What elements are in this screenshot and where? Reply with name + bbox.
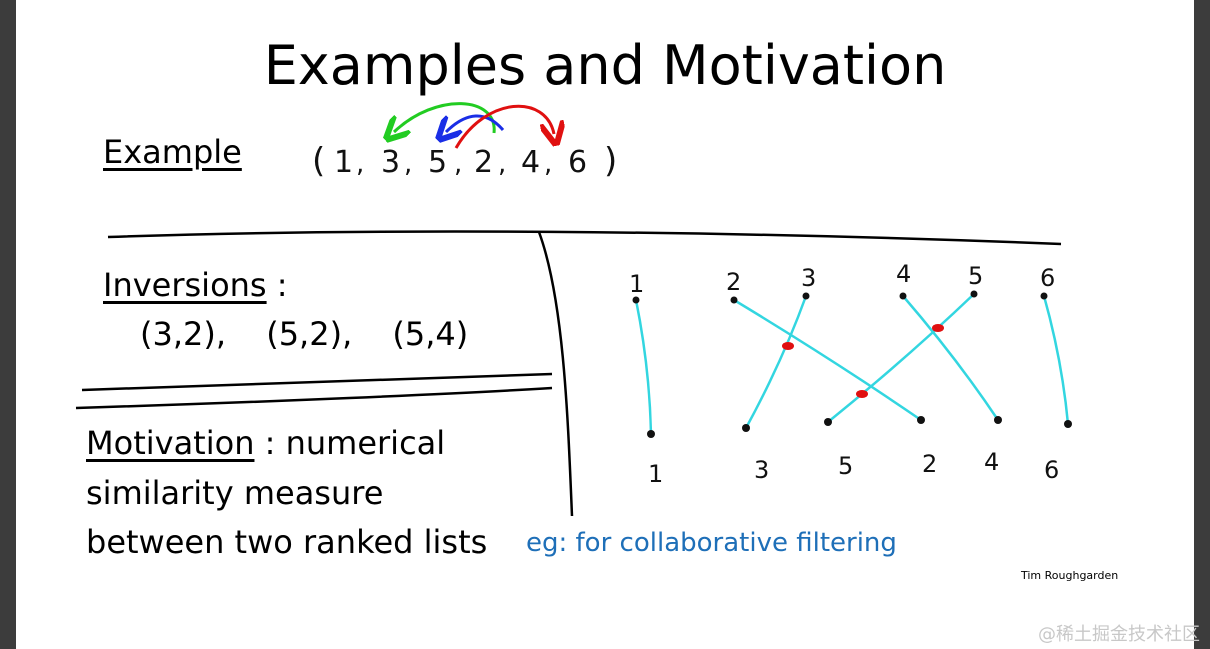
inversion-pair: (5,2), xyxy=(266,315,353,353)
inversion-pair: (5,4) xyxy=(392,315,469,353)
top-node xyxy=(899,292,907,300)
top-node xyxy=(730,296,738,304)
top-label: 4 xyxy=(896,260,911,288)
top-node xyxy=(1040,292,1048,300)
inversion-pair: (3,2), xyxy=(140,315,227,353)
divider-middle-1 xyxy=(81,372,553,392)
top-label: 2 xyxy=(726,268,741,296)
divider-top xyxy=(107,230,1062,246)
sequence-char: 5 xyxy=(428,145,447,180)
bottom-label: 4 xyxy=(984,448,999,476)
top-label: 5 xyxy=(968,262,983,290)
bottom-node xyxy=(917,416,925,424)
inversion-diagram: 1 2 3 4 5 6 1 3 5 2 4 6 xyxy=(629,260,1072,488)
motivation-line-2: similarity measure xyxy=(86,474,384,512)
slide: Examples and Motivation Example Inversio… xyxy=(16,0,1194,649)
sequence-char: 6 xyxy=(568,145,587,180)
top-label: 1 xyxy=(629,270,644,298)
motivation-rest: : numerical xyxy=(254,424,446,462)
motivation-label: Motivation xyxy=(86,424,255,462)
sequence-char: , xyxy=(454,149,462,179)
handwritten-sequence: (1,3,5,2,4,6) xyxy=(312,141,617,181)
sequence-char: 4 xyxy=(521,145,540,180)
diagram-edge xyxy=(733,298,922,422)
author-credit: Tim Roughgarden xyxy=(1021,569,1119,582)
sequence-char: , xyxy=(404,149,412,179)
bottom-node xyxy=(824,418,832,426)
top-label: 6 xyxy=(1040,264,1055,292)
bottom-node xyxy=(1064,420,1072,428)
sequence-char: , xyxy=(544,149,552,179)
bottom-label: 6 xyxy=(1044,456,1059,484)
sequence-char: 3 xyxy=(381,145,400,180)
sequence-char: 2 xyxy=(474,145,493,180)
inversion-arrow-red xyxy=(454,104,554,149)
diagram-edge xyxy=(634,299,653,435)
bottom-label: 2 xyxy=(922,450,937,478)
motivation-line-3: between two ranked lists xyxy=(86,523,488,561)
inversion-pairs: (3,2), (5,2), (5,4) xyxy=(140,315,498,353)
top-label: 3 xyxy=(801,264,816,292)
bottom-label: 1 xyxy=(648,460,663,488)
sequence-char: 1 xyxy=(334,145,353,180)
diagram-edge xyxy=(827,293,975,423)
sequence-char: , xyxy=(498,149,506,179)
watermark: @稀土掘金技术社区 xyxy=(1038,624,1200,645)
inversions-label: Inversions xyxy=(103,266,267,304)
inversions-line: Inversions : xyxy=(103,266,288,304)
crossing-dot xyxy=(856,390,868,398)
diagram-edge xyxy=(744,295,808,429)
top-node xyxy=(632,296,640,304)
inversion-arrow-blue xyxy=(446,114,505,132)
slide-title: Examples and Motivation xyxy=(263,34,947,97)
example-label: Example xyxy=(103,133,242,171)
motivation-line-1: Motivation : numerical xyxy=(86,424,445,462)
bottom-label: 3 xyxy=(754,456,769,484)
top-node xyxy=(802,292,810,300)
divider-vertical xyxy=(537,231,574,517)
top-node xyxy=(970,290,978,298)
crossing-dot xyxy=(932,324,944,332)
sequence-char: ) xyxy=(604,141,617,181)
bottom-node xyxy=(647,430,655,438)
bottom-node xyxy=(994,416,1002,424)
diagram-edge xyxy=(1042,295,1070,425)
divider-middle-2 xyxy=(75,386,553,410)
bottom-label: 5 xyxy=(838,452,853,480)
annotation-note: eg: for collaborative filtering xyxy=(526,528,897,558)
inversions-colon: : xyxy=(266,266,288,304)
diagram-edge xyxy=(902,295,1000,421)
bottom-node xyxy=(742,424,750,432)
inversion-arrow-green xyxy=(394,102,496,133)
crossing-dot xyxy=(782,342,794,350)
sequence-char: ( xyxy=(312,141,325,181)
sequence-char: , xyxy=(356,149,364,179)
